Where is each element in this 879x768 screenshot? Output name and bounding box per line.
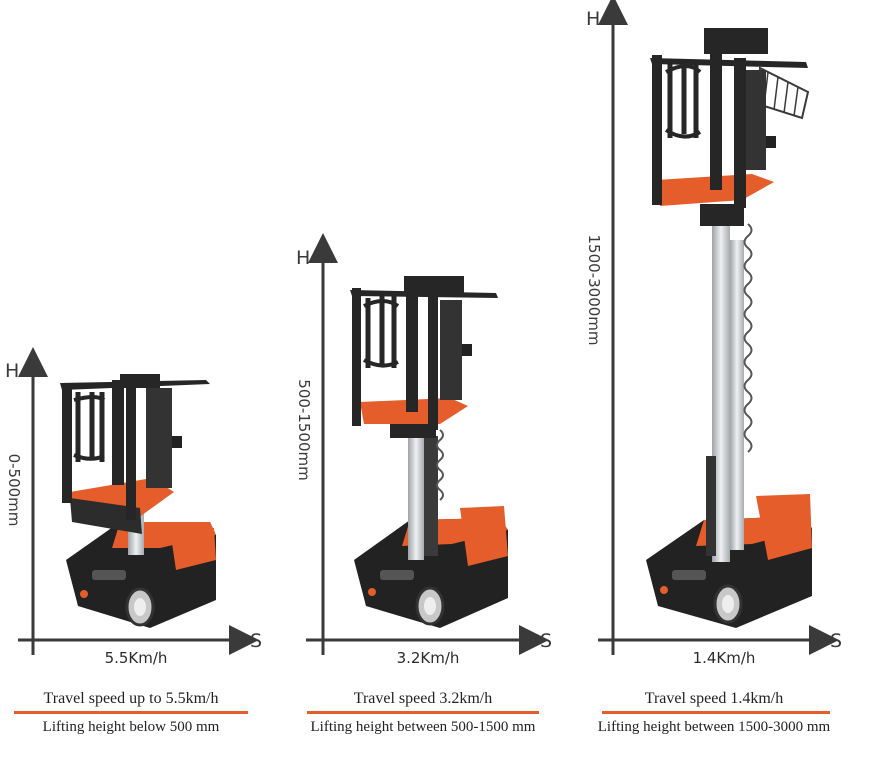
s-axis-letter: S	[540, 630, 552, 652]
caption-travel-speed: Travel speed up to 5.5km/h	[43, 690, 219, 707]
order-picker-mid	[350, 276, 508, 628]
speed-label: 5.5Km/h	[104, 649, 168, 667]
height-range-label: 500-1500mm	[295, 379, 313, 480]
s-axis-letter: S	[830, 630, 842, 652]
caption-divider	[14, 711, 248, 714]
order-picker-low	[60, 374, 216, 628]
panel-mid-lift: H S 500-1500mm	[295, 233, 552, 655]
h-axis-letter: H	[5, 360, 19, 382]
h-axis-letter: H	[296, 247, 310, 269]
caption-lifting-height: Lifting height between 1500-3000 mm	[597, 719, 831, 735]
caption-lifting-height: Lifting height between 500-1500 mm	[310, 719, 536, 735]
caption-travel-speed: Travel speed 3.2km/h	[353, 690, 493, 707]
h-axis-letter: H	[586, 8, 600, 30]
height-range-label: 0-500mm	[5, 454, 23, 527]
speed-label: 3.2Km/h	[396, 649, 460, 667]
caption-travel-speed: Travel speed 1.4km/h	[644, 690, 784, 707]
panel-low-lift: H S 0-500mm	[5, 347, 262, 655]
speed-label: 1.4Km/h	[692, 649, 756, 667]
height-range-label: 1500-3000mm	[585, 235, 603, 346]
caption-lifting-height: Lifting height below 500 mm	[42, 719, 220, 735]
s-axis-letter: S	[250, 630, 262, 652]
order-picker-high	[646, 28, 812, 628]
caption-divider	[602, 711, 830, 714]
panel-high-lift: H S 1500-3000mm	[585, 0, 842, 655]
caption-divider	[307, 711, 539, 714]
